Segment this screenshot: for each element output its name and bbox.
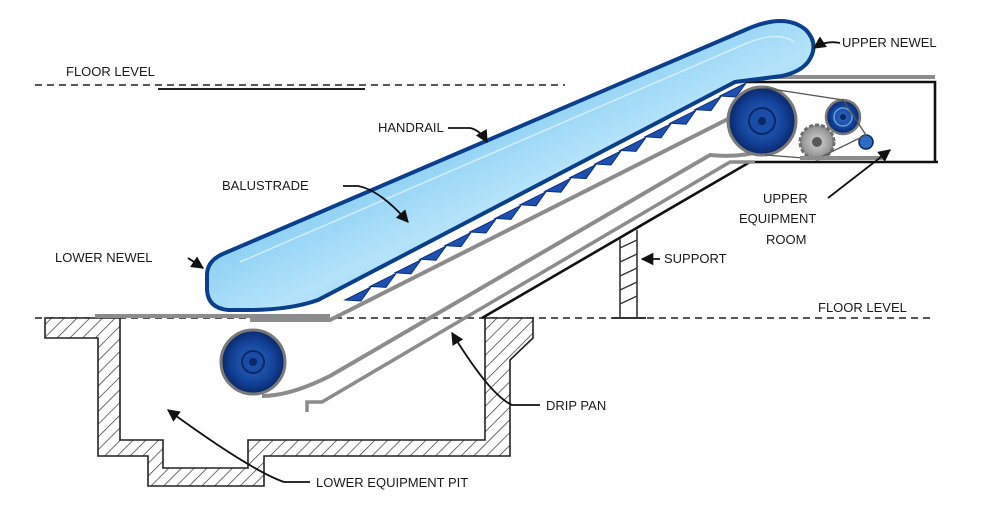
escalator-step	[618, 136, 647, 152]
escalator-steps	[343, 82, 747, 302]
upper-equipment-room-label-line3: ROOM	[766, 232, 806, 247]
upper-equipment-room-arrow	[827, 149, 891, 199]
truss-bottom-line	[481, 160, 938, 320]
escalator-step	[693, 96, 722, 112]
drive-gearbox	[798, 123, 836, 161]
escalator-step	[643, 123, 672, 139]
escalator-step	[543, 177, 572, 193]
handrail-arrow	[448, 127, 488, 144]
upper-drive-sprocket	[726, 85, 798, 157]
upper-newel-label: UPPER NEWEL	[842, 35, 937, 50]
escalator-step	[568, 164, 597, 180]
escalator-step	[468, 218, 497, 234]
lower-equipment-pit-label: LOWER EQUIPMENT PIT	[316, 475, 468, 490]
drive-chain	[764, 87, 867, 160]
upper-equipment-room-box	[745, 80, 937, 162]
support-label: SUPPORT	[664, 251, 727, 266]
escalator-step	[668, 109, 697, 125]
lower-newel-label: LOWER NEWEL	[55, 250, 153, 265]
escalator-step	[718, 82, 747, 98]
drip-pan-label: DRIP PAN	[546, 398, 606, 413]
escalator-step	[393, 259, 422, 275]
escalator-step	[368, 272, 397, 288]
upper-equipment-room-label-line2: EQUIPMENT	[739, 211, 816, 226]
upper-equipment-room-label-line1: UPPER	[763, 191, 808, 206]
escalator-step	[593, 150, 622, 166]
lower-equipment-pit-arrow	[166, 409, 310, 483]
handrail-label: HANDRAIL	[378, 120, 444, 135]
lower-equipment-pit-wall	[44, 317, 534, 487]
escalator-step	[493, 204, 522, 220]
escalator-step	[418, 245, 447, 261]
drive-motor	[824, 98, 862, 136]
balustrade-label: BALUSTRADE	[222, 178, 309, 193]
support-column	[612, 230, 646, 319]
floor-level-lower-label: FLOOR LEVEL	[818, 300, 907, 315]
floor-level-upper-label: FLOOR LEVEL	[66, 64, 155, 79]
upper-newel-arrow	[812, 36, 841, 49]
lower-newel-arrow	[187, 256, 205, 269]
escalator-step	[343, 286, 372, 302]
escalator-step	[443, 232, 472, 248]
balustrade-handrail	[205, 19, 816, 312]
balustrade-inner-highlight	[239, 35, 795, 263]
lower-sprocket	[219, 328, 287, 396]
balustrade-arrow	[343, 185, 409, 223]
drip-pan	[305, 160, 755, 412]
escalator-step	[518, 191, 547, 207]
drip-pan-arrow	[451, 331, 540, 406]
